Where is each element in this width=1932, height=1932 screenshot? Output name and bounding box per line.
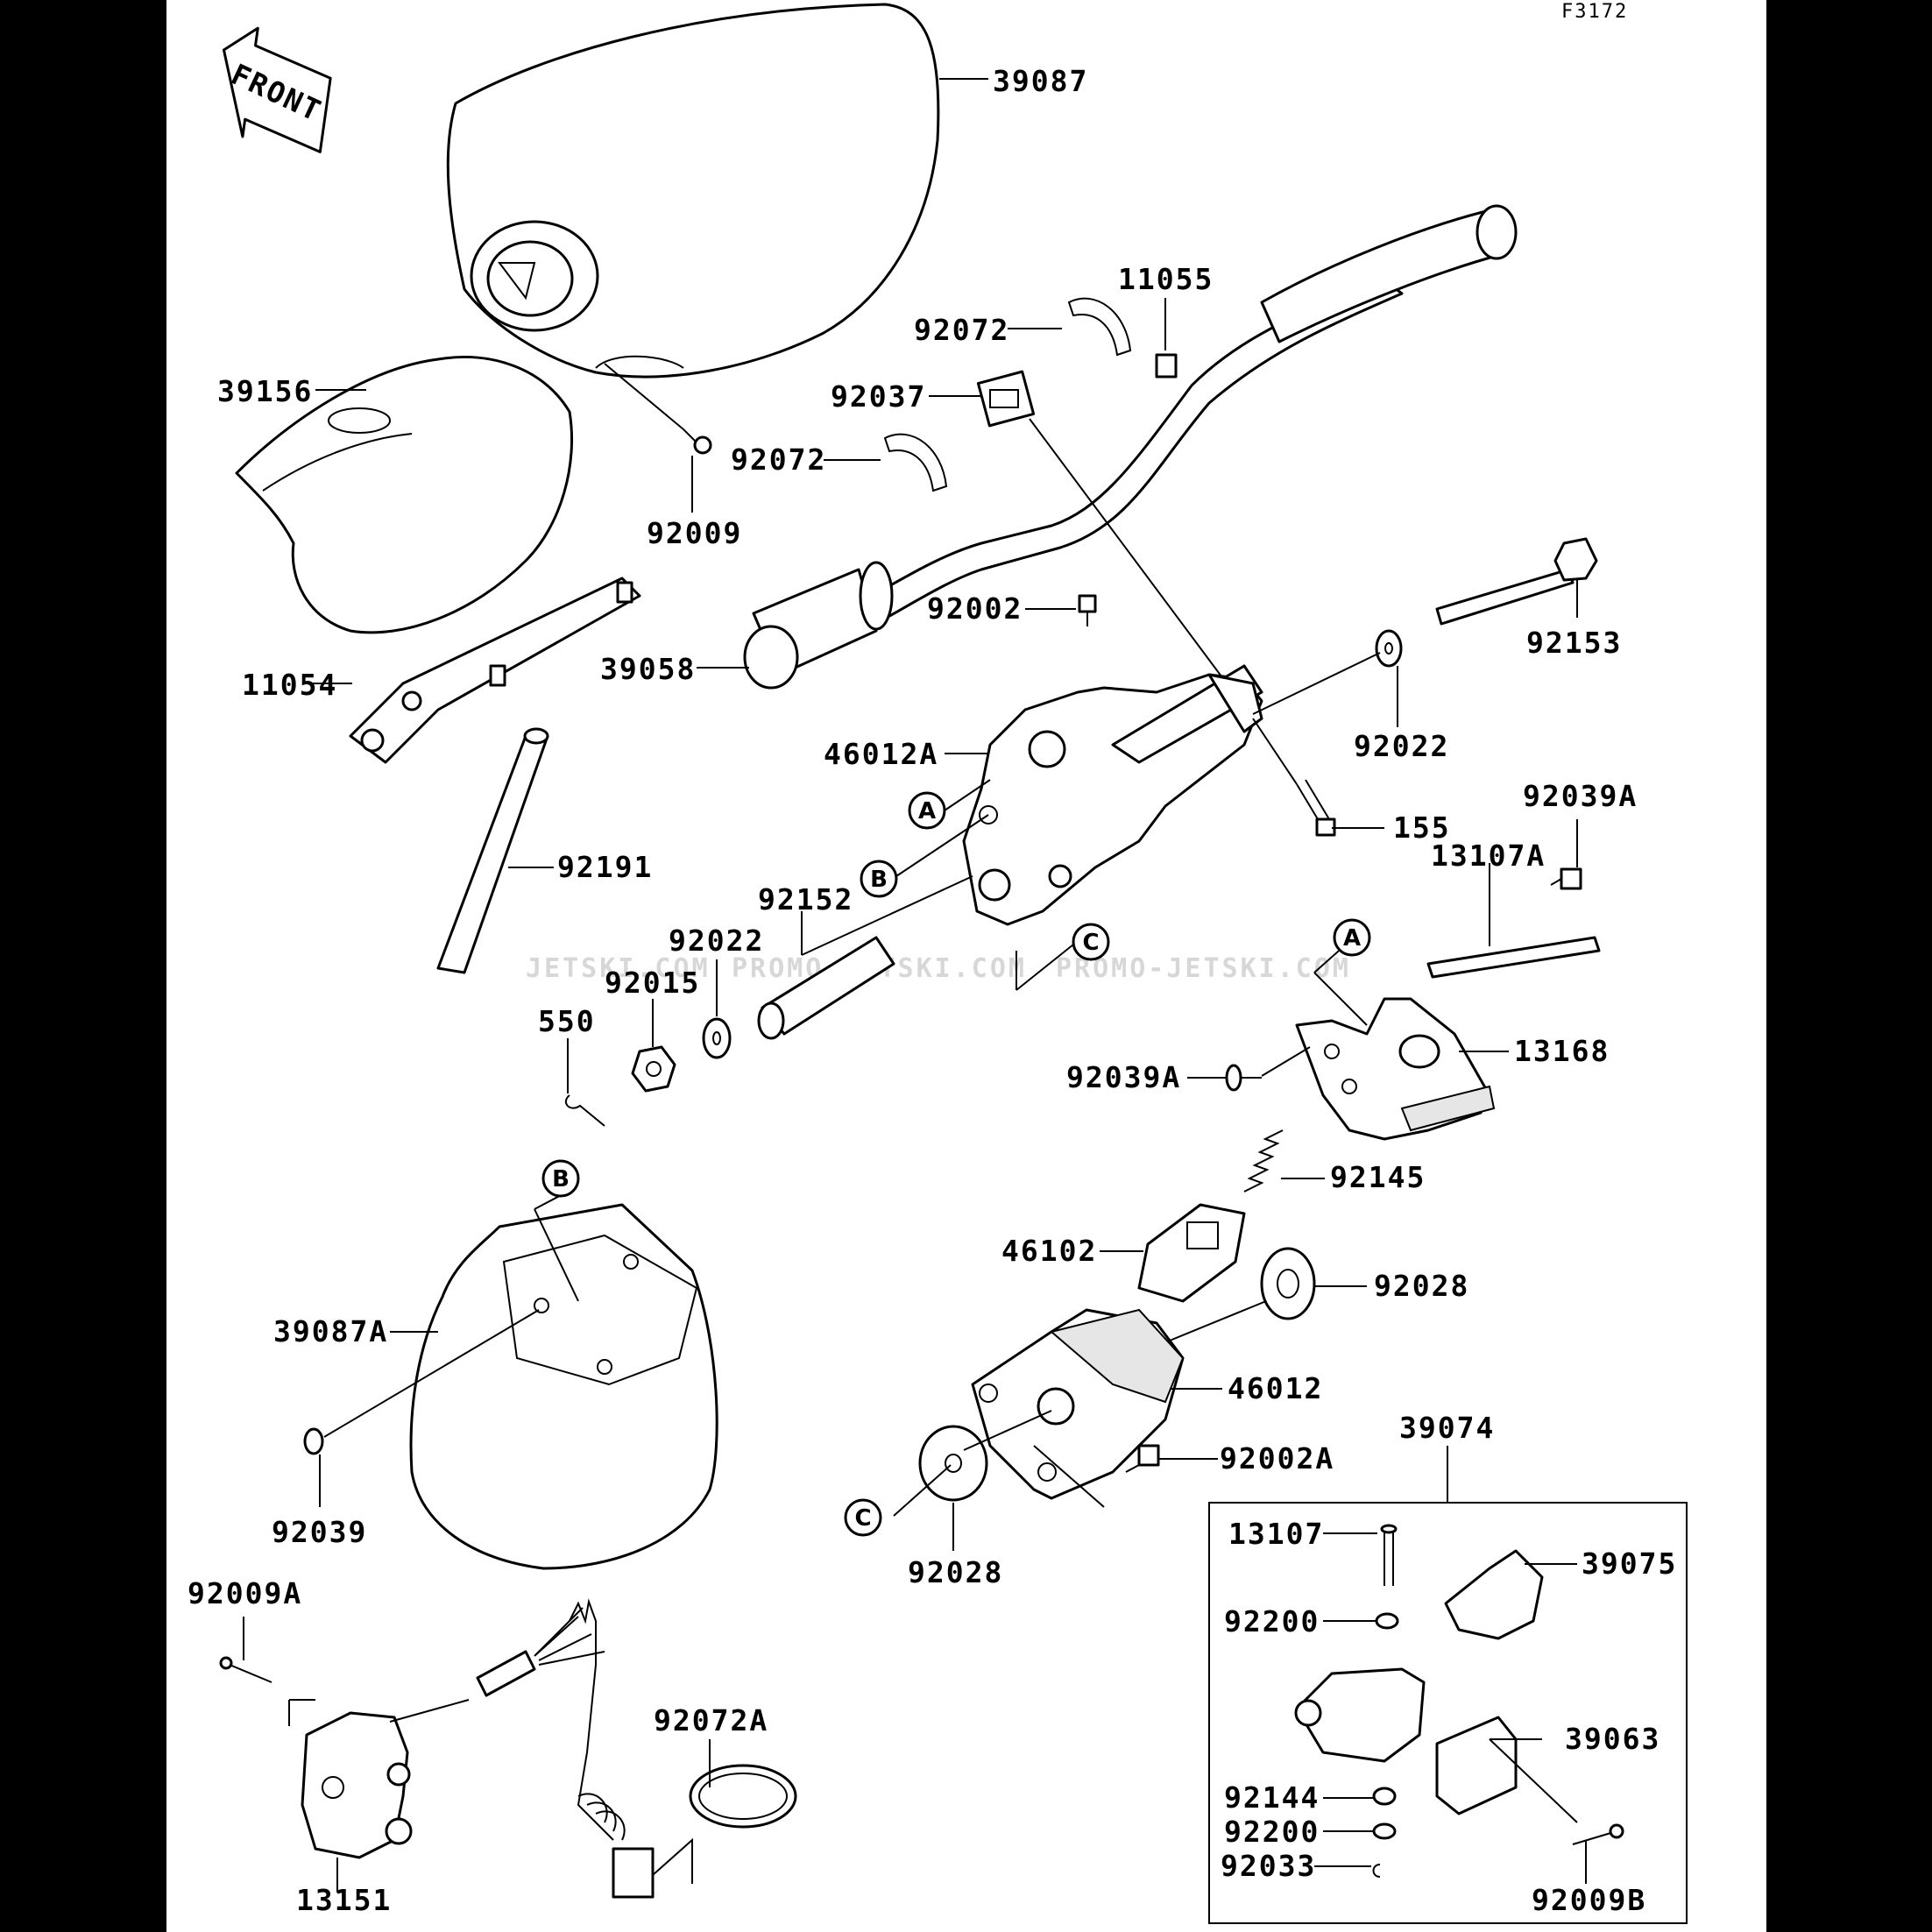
rivet-92039 [303, 1427, 324, 1455]
label-13151: 13151 [296, 1883, 392, 1917]
label-46102: 46102 [1001, 1234, 1097, 1268]
label-92033: 92033 [1221, 1849, 1316, 1883]
callout-c-upper: C [1016, 923, 1110, 991]
washer-92022-left [702, 1017, 732, 1059]
callout-b-lower: B [541, 1159, 580, 1198]
callout-a-lower: A [1333, 918, 1371, 957]
label-39087A: 39087A [273, 1314, 388, 1348]
bolt-92002 [1078, 594, 1097, 626]
label-39058: 39058 [600, 652, 696, 686]
label-46012A: 46012A [824, 737, 938, 771]
label-92028-right: 92028 [1374, 1269, 1469, 1303]
bolt-92153 [1435, 537, 1598, 626]
label-550: 550 [538, 1004, 596, 1038]
part-labels: 39087 11055 92072 92037 39156 92072 9200… [188, 64, 1677, 1917]
washer-92028-bottom [918, 1425, 988, 1502]
handlebar [743, 204, 1518, 690]
bolt-92009 [683, 428, 712, 455]
block-46102 [1137, 1203, 1246, 1303]
label-92022-left: 92022 [669, 924, 764, 958]
label-92039A-mid: 92039A [1066, 1060, 1181, 1094]
handlebar-cover-upper [446, 3, 940, 379]
kit-box-39074 [1208, 1446, 1688, 1924]
label-13168: 13168 [1514, 1034, 1610, 1068]
label-39087: 39087 [993, 64, 1088, 98]
label-13107A: 13107A [1431, 839, 1546, 873]
label-13107: 13107 [1228, 1517, 1324, 1551]
label-92009: 92009 [647, 516, 742, 550]
label-39156: 39156 [217, 374, 313, 408]
label-92028-bottom: 92028 [908, 1555, 1003, 1589]
svg-text:C: C [1082, 930, 1099, 956]
cotter-pin-550 [564, 1094, 605, 1127]
tie-band-92072-mid [883, 433, 948, 492]
label-46012: 46012 [1228, 1371, 1323, 1405]
bolt-155 [1296, 779, 1336, 837]
seal-92028-right [1260, 1247, 1316, 1320]
spring-92145 [1243, 1129, 1284, 1192]
front-arrow-icon: FRONT [222, 26, 332, 153]
label-92022-right: 92022 [1354, 729, 1449, 763]
switch-92037 [976, 370, 1036, 428]
handlebar-cover-bottom [409, 1203, 718, 1570]
figure-id: F3172 [1561, 1, 1628, 23]
label-92009B: 92009B [1532, 1883, 1646, 1917]
watermark-1: JETSKI.COM [526, 953, 711, 984]
label-92144: 92144 [1224, 1780, 1320, 1815]
label-92145: 92145 [1330, 1160, 1426, 1194]
clip-11055 [1155, 353, 1178, 379]
pin-13107A [1426, 936, 1601, 979]
pin-92039A-mid [1225, 1064, 1262, 1092]
svg-text:B: B [870, 867, 888, 893]
svg-text:A: A [918, 798, 936, 824]
label-92200-top: 92200 [1224, 1604, 1320, 1638]
handlebar-cover-lower [235, 356, 573, 634]
steering-holder-46012 [971, 1308, 1185, 1500]
nut-92015 [631, 1045, 676, 1093]
rod-92191 [436, 727, 549, 974]
label-39074: 39074 [1399, 1411, 1495, 1445]
label-39063: 39063 [1565, 1722, 1660, 1756]
label-92039A-top: 92039A [1523, 779, 1638, 813]
svg-text:B: B [552, 1166, 570, 1192]
svg-text:A: A [1343, 925, 1361, 952]
screw-92009A [219, 1656, 272, 1683]
label-92072-top: 92072 [914, 313, 1009, 347]
callout-b-upper: B [860, 814, 989, 898]
watermark-3: PROMO-JETSKI.COM [1056, 953, 1351, 984]
steering-holder-46012A [962, 664, 1263, 926]
label-92200-bottom: 92200 [1224, 1815, 1320, 1849]
label-92015: 92015 [605, 966, 700, 1000]
label-92191: 92191 [557, 850, 653, 884]
label-39075: 39075 [1582, 1546, 1677, 1581]
label-92009A: 92009A [188, 1576, 302, 1610]
label-92153: 92153 [1526, 626, 1622, 660]
bracket-11054 [349, 577, 641, 764]
svg-text:C: C [854, 1505, 871, 1532]
label-11055: 11055 [1118, 262, 1214, 296]
callout-c-lower: C [844, 1498, 882, 1537]
label-92002: 92002 [927, 591, 1023, 626]
lanyard-clip-92072A [569, 1598, 797, 1899]
label-92152: 92152 [758, 882, 853, 916]
bolt-92002A [1125, 1444, 1160, 1473]
pin-92039A-top [1550, 867, 1582, 890]
label-92072-mid: 92072 [731, 442, 826, 477]
label-155: 155 [1393, 810, 1451, 845]
washer-92022-right [1375, 629, 1403, 668]
lever-13168 [1295, 997, 1496, 1141]
label-92072A: 92072A [654, 1703, 768, 1737]
tube-92152 [757, 936, 895, 1040]
switch-13151 [301, 1607, 605, 1859]
tie-band-92072-top [1067, 297, 1132, 357]
label-92002A: 92002A [1220, 1441, 1334, 1476]
label-92039: 92039 [272, 1515, 367, 1549]
label-11054: 11054 [242, 668, 337, 702]
callout-a-upper: A [908, 779, 991, 830]
label-92037: 92037 [831, 379, 926, 414]
